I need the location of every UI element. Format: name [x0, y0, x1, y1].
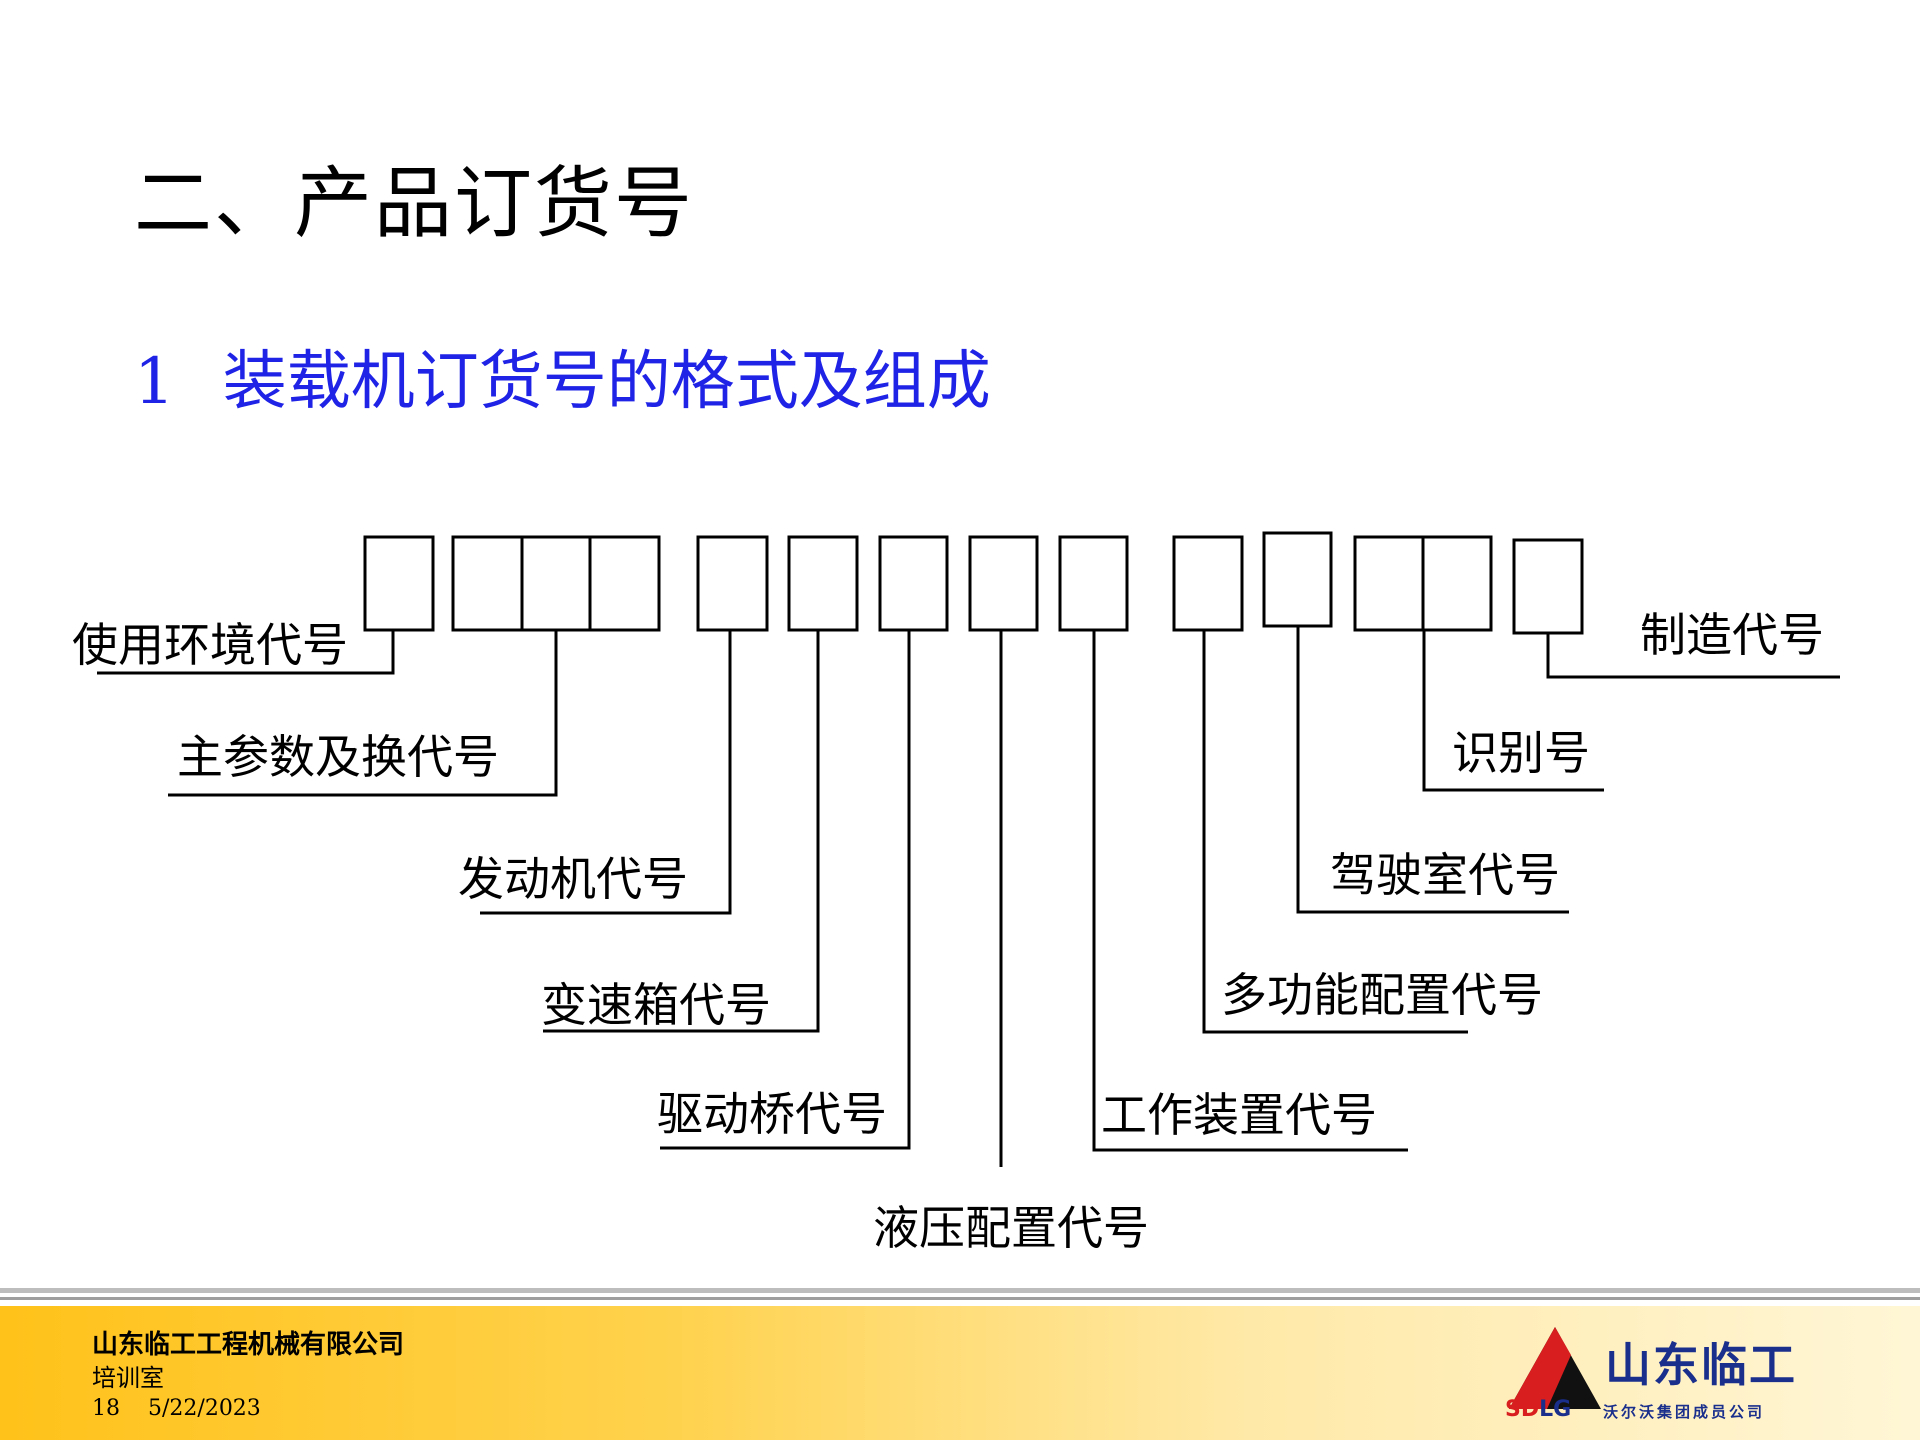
slide-footer: 山东临工工程机械有限公司 培训室 18 5/22/2023 山东临工 SDLG 沃… [0, 1288, 1920, 1440]
company-logo: 山东临工 SDLG 沃尔沃集团成员公司 [1505, 1325, 1845, 1435]
slide-title: 二、产品订货号 [134, 159, 695, 249]
code-box-6 [787, 535, 859, 632]
code-box-2 [451, 535, 524, 632]
label-manufacture: 制造代号 [1640, 608, 1824, 662]
logo-name-en: SDLG [1505, 1397, 1571, 1422]
connector-cab [1296, 626, 1569, 914]
footer-date: 5/22/2023 [148, 1396, 261, 1421]
connector-work-device [1092, 630, 1408, 1152]
code-box-3 [520, 535, 592, 632]
code-box-14 [1512, 538, 1584, 635]
code-box-11 [1262, 531, 1333, 628]
connector-main-param [168, 630, 558, 797]
page-number: 18 [92, 1396, 120, 1421]
section-heading-text: 装载机订货号的格式及组成 [222, 345, 991, 419]
label-gearbox: 变速箱代号 [541, 978, 771, 1032]
label-multifunction: 多功能配置代号 [1221, 968, 1543, 1022]
label-cab: 驾驶室代号 [1330, 848, 1560, 902]
code-box-9 [1058, 535, 1129, 632]
logo-name-en-blue: LG [1539, 1397, 1572, 1422]
label-work-device: 工作装置代号 [1101, 1088, 1377, 1142]
code-box-12 [1353, 535, 1425, 632]
connector-drive-axle [660, 630, 911, 1150]
logo-name-en-red: SD [1505, 1397, 1540, 1422]
footer-company: 山东临工工程机械有限公司 [92, 1330, 405, 1360]
connector-engine [480, 630, 732, 915]
label-drive-axle: 驱动桥代号 [657, 1087, 887, 1141]
footer-band [0, 1306, 1920, 1440]
connector-manufacture [1546, 633, 1840, 679]
footer-rule-top [0, 1288, 1920, 1293]
code-box-10 [1172, 535, 1244, 632]
connector-usage-env [97, 630, 395, 675]
logo-subtitle: 沃尔沃集团成员公司 [1603, 1403, 1766, 1421]
code-box-8 [968, 535, 1039, 632]
footer-rule-bottom [0, 1297, 1920, 1300]
section-number: 1 [134, 345, 175, 419]
footer-page-info: 18 5/22/2023 [92, 1398, 261, 1420]
code-box-13 [1421, 535, 1493, 632]
label-hydraulic: 液压配置代号 [873, 1201, 1149, 1255]
code-box-5 [696, 535, 769, 632]
connector-multifunction [1202, 630, 1468, 1034]
code-box-4 [588, 535, 661, 632]
logo-triangle-icon [1509, 1327, 1601, 1409]
connector-gearbox [543, 630, 820, 1033]
code-box-1 [363, 535, 435, 632]
connector-identification [1422, 630, 1604, 792]
logo-name-cn: 山东临工 [1605, 1338, 1797, 1392]
footer-department: 培训室 [92, 1364, 164, 1392]
label-main-param: 主参数及换代号 [177, 730, 499, 784]
label-identification: 识别号 [1452, 726, 1590, 780]
code-box-7 [878, 535, 949, 632]
label-usage-env: 使用环境代号 [72, 618, 348, 672]
order-number-diagram [97, 531, 1840, 1167]
label-engine: 发动机代号 [458, 852, 688, 906]
